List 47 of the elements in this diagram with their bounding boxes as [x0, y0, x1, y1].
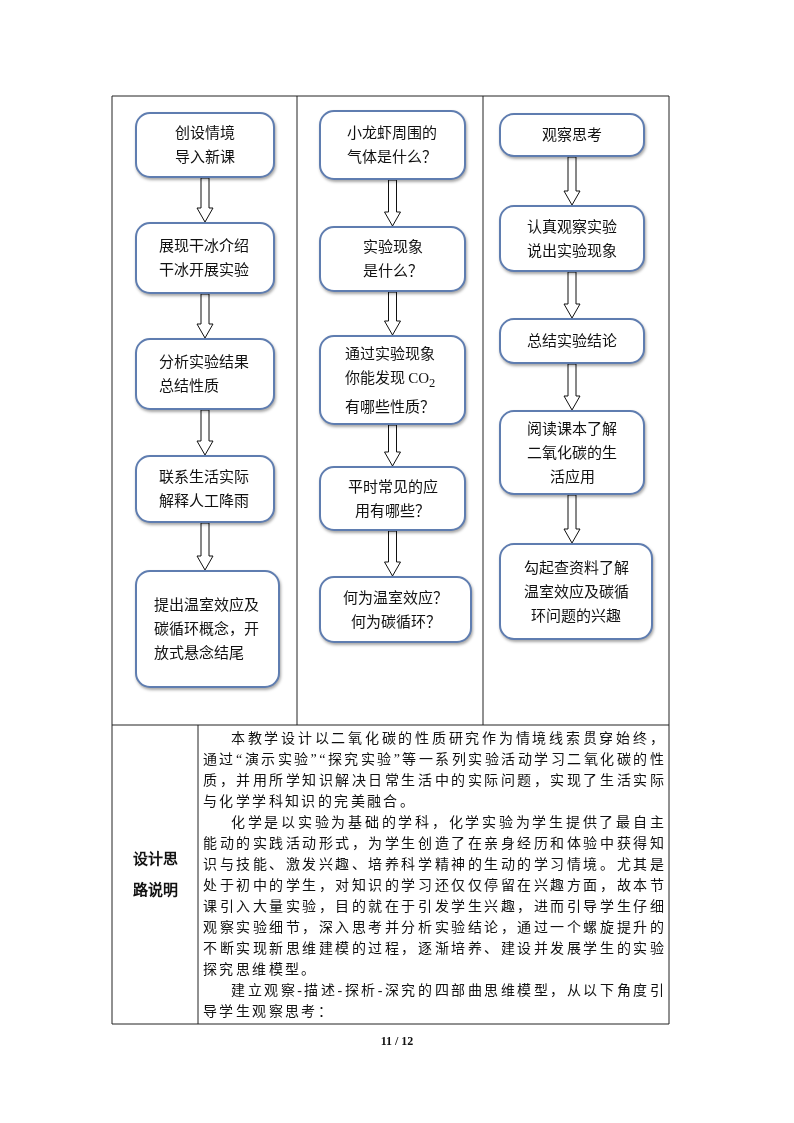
- step-box: [319, 576, 472, 643]
- hollow-arrow: [384, 530, 401, 577]
- step-text: 实验现象是什么？: [361, 238, 424, 281]
- step-box: [135, 570, 280, 688]
- hollow-arrow: [384, 291, 401, 336]
- paragraph: 化学是以实验为基础的学科，化学实验为学生提供了最自主能动的实践活动形式，为学生创造了在亲身经历和体验中获得知识与技能、激发兴趣、培养科学精神的生动的学习情境。尤其是处于初中的学生，对知识的学习还仅仅停留在兴趣方面，故本节课引入大量实验，目的就在于引发学生兴趣，进而引导学生仔细观察实验细节，深入思考并分析实验结论，通过一个螺旋提升的不断实现新思维建模的过程，逐渐培养、建设并发展学生的实验探究思维模型。: [203, 814, 666, 979]
- step-box: [499, 113, 645, 157]
- step-text: 观察思考: [541, 126, 603, 145]
- hollow-arrow: [196, 409, 214, 456]
- hollow-arrow: [563, 363, 581, 411]
- step-text: 平时常见的应用有哪些？: [346, 477, 439, 521]
- step-text: 通过实验现象你能发现 CO$_{2}$有哪些性质？: [344, 344, 437, 417]
- step-box: [135, 455, 275, 523]
- hollow-arrow: [384, 424, 401, 467]
- step-text: 阅读课本了解二氧化碳的生活应用: [526, 419, 618, 487]
- step-box: [135, 338, 275, 410]
- step-text: 提出温室效应及碳循环概念，开放式悬念结尾: [154, 596, 261, 663]
- step-text: 认真观察实验说出实验现象: [526, 217, 618, 261]
- row-heading: 设计思路说明: [131, 849, 179, 900]
- step-text: 展现干冰介绍干冰开展实验: [159, 237, 251, 280]
- paragraph: 建立观察-描述-探析-深究的四部曲思维模型，从以下角度引导学生观察思考：: [203, 982, 666, 1021]
- step-text: 总结实验结论: [526, 332, 618, 351]
- step-text: 何为温室效应？何为碳循环？: [342, 588, 449, 632]
- step-box: [135, 222, 275, 294]
- hollow-arrow: [384, 179, 401, 227]
- step-box: [135, 112, 275, 178]
- hollow-arrow: [196, 522, 214, 571]
- step-text: 小龙虾周围的气体是什么？: [346, 124, 438, 167]
- step-box: [499, 543, 653, 640]
- step-box: [319, 110, 466, 180]
- step-text: 勾起查资料了解温室效应及碳循环问题的兴趣: [522, 558, 630, 626]
- hollow-arrow: [563, 494, 581, 544]
- paragraph: 本教学设计以二氧化碳的性质研究作为情境线索贯穿始终，通过“演示实验”“探究实验”等一系列实验活动学习二氧化碳的性质，并用所学知识解决日常生活中的实际问题，实现了生活实际与化学学科知识的完美融合。: [203, 730, 666, 811]
- step-box: [319, 466, 466, 531]
- hollow-arrow: [196, 177, 214, 223]
- step-box: [499, 205, 645, 272]
- step-box: [319, 226, 466, 292]
- hollow-arrow: [563, 156, 581, 206]
- step-box: [499, 410, 645, 495]
- step-text: 创设情境导入新课: [174, 124, 236, 167]
- step-text: 分析实验结果总结性质: [159, 353, 251, 396]
- step-text: 联系生活实际解释人工降雨: [159, 468, 251, 511]
- step-box: [319, 335, 466, 425]
- page-number: 11 / 12: [380, 1034, 414, 1048]
- hollow-arrow: [563, 271, 581, 319]
- hollow-arrow: [196, 293, 214, 339]
- step-box: [499, 318, 645, 364]
